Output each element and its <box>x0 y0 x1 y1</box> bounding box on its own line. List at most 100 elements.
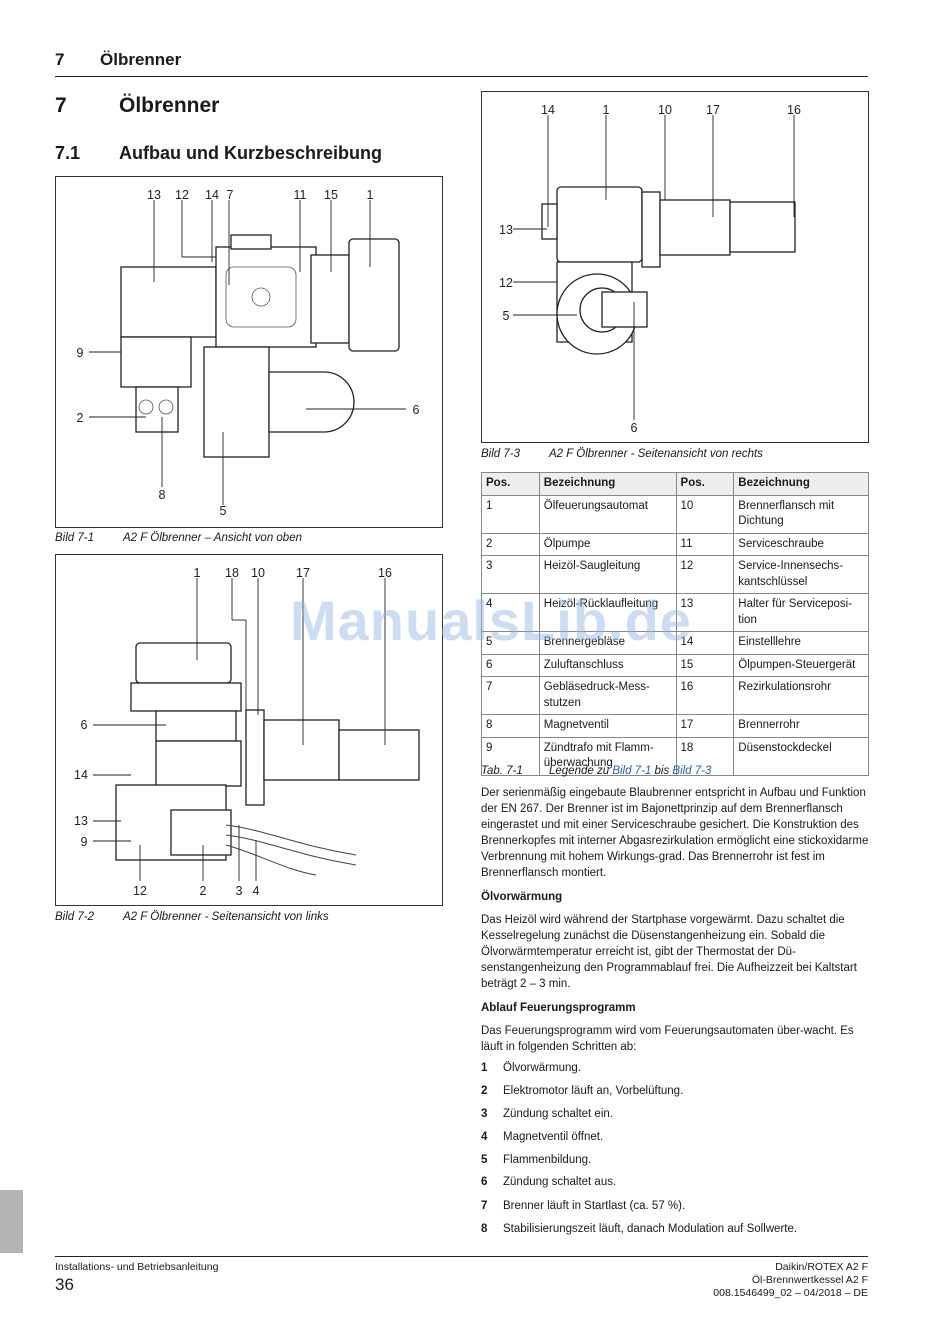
callout-label: 10 <box>658 103 672 117</box>
step-number: 4 <box>481 1131 488 1143</box>
caption-text: Legende zu <box>549 765 613 777</box>
chapter-heading: 7 Ölbrenner <box>55 94 219 118</box>
column-header: Bezeichnung <box>538 472 677 496</box>
table-cell: Service-Innensechs-kantschlüssel <box>733 555 869 595</box>
caption-text: A2 F Ölbrenner - Seitenansicht von recht… <box>549 448 763 460</box>
callout-label: 14 <box>205 188 219 202</box>
chapter-heading-title: Ölbrenner <box>119 94 220 117</box>
step-text: Zündung schaltet ein. <box>503 1108 613 1120</box>
table-cell: 8 <box>481 714 540 738</box>
footer-right-block: Daikin/ROTEX A2 F Öl-Brennwertkessel A2 … <box>713 1261 868 1300</box>
chapter-side-tab <box>0 1190 23 1253</box>
callout-label: 13 <box>499 223 513 237</box>
list-item: 1 Ölvorwärmung. <box>481 1062 581 1074</box>
step-number: 1 <box>481 1062 488 1074</box>
figure-left-view: 1 18 10 17 16 6 14 13 9 12 2 3 4 <box>55 554 443 906</box>
step-number: 6 <box>481 1176 488 1188</box>
callout-label: 14 <box>74 768 88 782</box>
caption-label: Bild 7-3 <box>481 448 520 460</box>
intro-paragraph: Der serienmäßig eingebaute Blaubrenner e… <box>481 785 869 881</box>
figure-link[interactable]: Bild 7-1 <box>612 765 652 777</box>
callout-label: 7 <box>227 188 234 202</box>
step-text: Elektromotor läuft an, Vorbelüftung. <box>503 1085 684 1097</box>
table-cell: 10 <box>675 494 735 534</box>
section-heading-title: Aufbau und Kurzbeschreibung <box>119 143 382 163</box>
footer-document-title: Installations- und Betriebsanleitung <box>55 1261 219 1273</box>
callout-label: 12 <box>133 884 147 898</box>
callout-label: 10 <box>251 566 265 580</box>
step-number: 8 <box>481 1223 488 1235</box>
caption-text: A2 F Ölbrenner – Ansicht von oben <box>123 532 302 544</box>
table-cell: Düsenstockdeckel <box>733 736 869 776</box>
callout-label: 13 <box>147 188 161 202</box>
callout-label: 16 <box>787 103 801 117</box>
callout-label: 16 <box>378 566 392 580</box>
subheading-preheat: Ölvorwärmung <box>481 891 563 903</box>
callout-label: 12 <box>175 188 189 202</box>
paragraph: Das Heizöl wird während der Startphase v… <box>481 914 857 990</box>
subheading-program: Ablauf Feuerungsprogramm <box>481 1002 636 1014</box>
callout-label: 12 <box>499 276 513 290</box>
step-text: Magnetventil öffnet. <box>503 1131 604 1143</box>
callout-label: 1 <box>603 103 610 117</box>
table-cell: Serviceschraube <box>733 532 869 557</box>
table-cell: Zündtrafo mit Flamm-überwachung <box>538 736 677 776</box>
callout-label: 1 <box>367 188 374 202</box>
caption-text: A2 F Ölbrenner - Seitenansicht von links <box>123 911 329 923</box>
figure-right-view: 14 1 10 17 16 13 12 5 6 <box>481 91 869 443</box>
table-cell: Halter für Serviceposi-tion <box>733 593 869 633</box>
table-cell: Brennergebläse <box>538 631 677 655</box>
table-cell: Ölpumpen-Steuergerät <box>733 653 869 678</box>
figure-caption: Bild 7-2 A2 F Ölbrenner - Seitenansicht v… <box>55 911 329 923</box>
figure-link[interactable]: Bild 7-3 <box>672 765 712 777</box>
callout-label: 15 <box>324 188 338 202</box>
preheat-paragraph: Das Heizöl wird während der Startphase v… <box>481 912 869 992</box>
callout-label: 8 <box>159 488 166 502</box>
table-cell: 17 <box>675 714 735 738</box>
step-number: 2 <box>481 1085 488 1097</box>
watermark: ManualsLib.de <box>290 589 692 652</box>
step-text: Zündung schaltet aus. <box>503 1176 617 1188</box>
callout-label: 2 <box>77 411 84 425</box>
chapter-heading-number: 7 <box>55 94 67 117</box>
list-item: 4 Magnetventil öffnet. <box>481 1131 603 1143</box>
callout-label: 9 <box>77 346 84 360</box>
caption-label: Bild 7-2 <box>55 911 94 923</box>
footer-rule <box>55 1256 868 1257</box>
step-text: Ölvorwärmung. <box>503 1062 581 1074</box>
table-cell: Magnetventil <box>538 714 677 738</box>
program-steps-list: 1 Ölvorwärmung. 2 Elektromotor läuft an, V… <box>481 1062 869 1242</box>
table-cell: Ölfeuerungsautomat <box>538 494 677 534</box>
caption-label: Tab. 7-1 <box>481 765 523 777</box>
table-cell: Brennerrohr <box>733 714 869 738</box>
figure-caption: Bild 7-1 A2 F Ölbrenner – Ansicht von obe… <box>55 532 302 544</box>
footer-doc-number: 008.1546499_02 – 04/2018 – DE <box>713 1287 868 1299</box>
table-cell: Rezirkulationsrohr <box>733 676 869 716</box>
callout-label: 5 <box>220 504 227 518</box>
callout-label: 17 <box>706 103 720 117</box>
callout-label: 14 <box>541 103 555 117</box>
callout-label: 18 <box>225 566 239 580</box>
table-cell: 16 <box>675 676 735 716</box>
table-cell: 12 <box>675 555 735 595</box>
callout-label: 2 <box>200 884 207 898</box>
table-cell: Einstelllehre <box>733 631 869 655</box>
table-cell: 7 <box>481 676 540 716</box>
table-cell: Gebläsedruck-Mess-stutzen <box>538 676 677 716</box>
figure-top-view: 13 12 14 7 11 15 1 9 2 8 5 6 <box>55 176 443 528</box>
column-header: Pos. <box>675 472 735 496</box>
caption-label: Bild 7-1 <box>55 532 94 544</box>
callout-label: 6 <box>631 421 638 435</box>
table-cell: 6 <box>481 653 540 678</box>
table-cell: Heizöl-Rücklaufleitung <box>538 593 677 633</box>
callout-label: 11 <box>294 188 307 202</box>
callout-label: 3 <box>236 884 243 898</box>
